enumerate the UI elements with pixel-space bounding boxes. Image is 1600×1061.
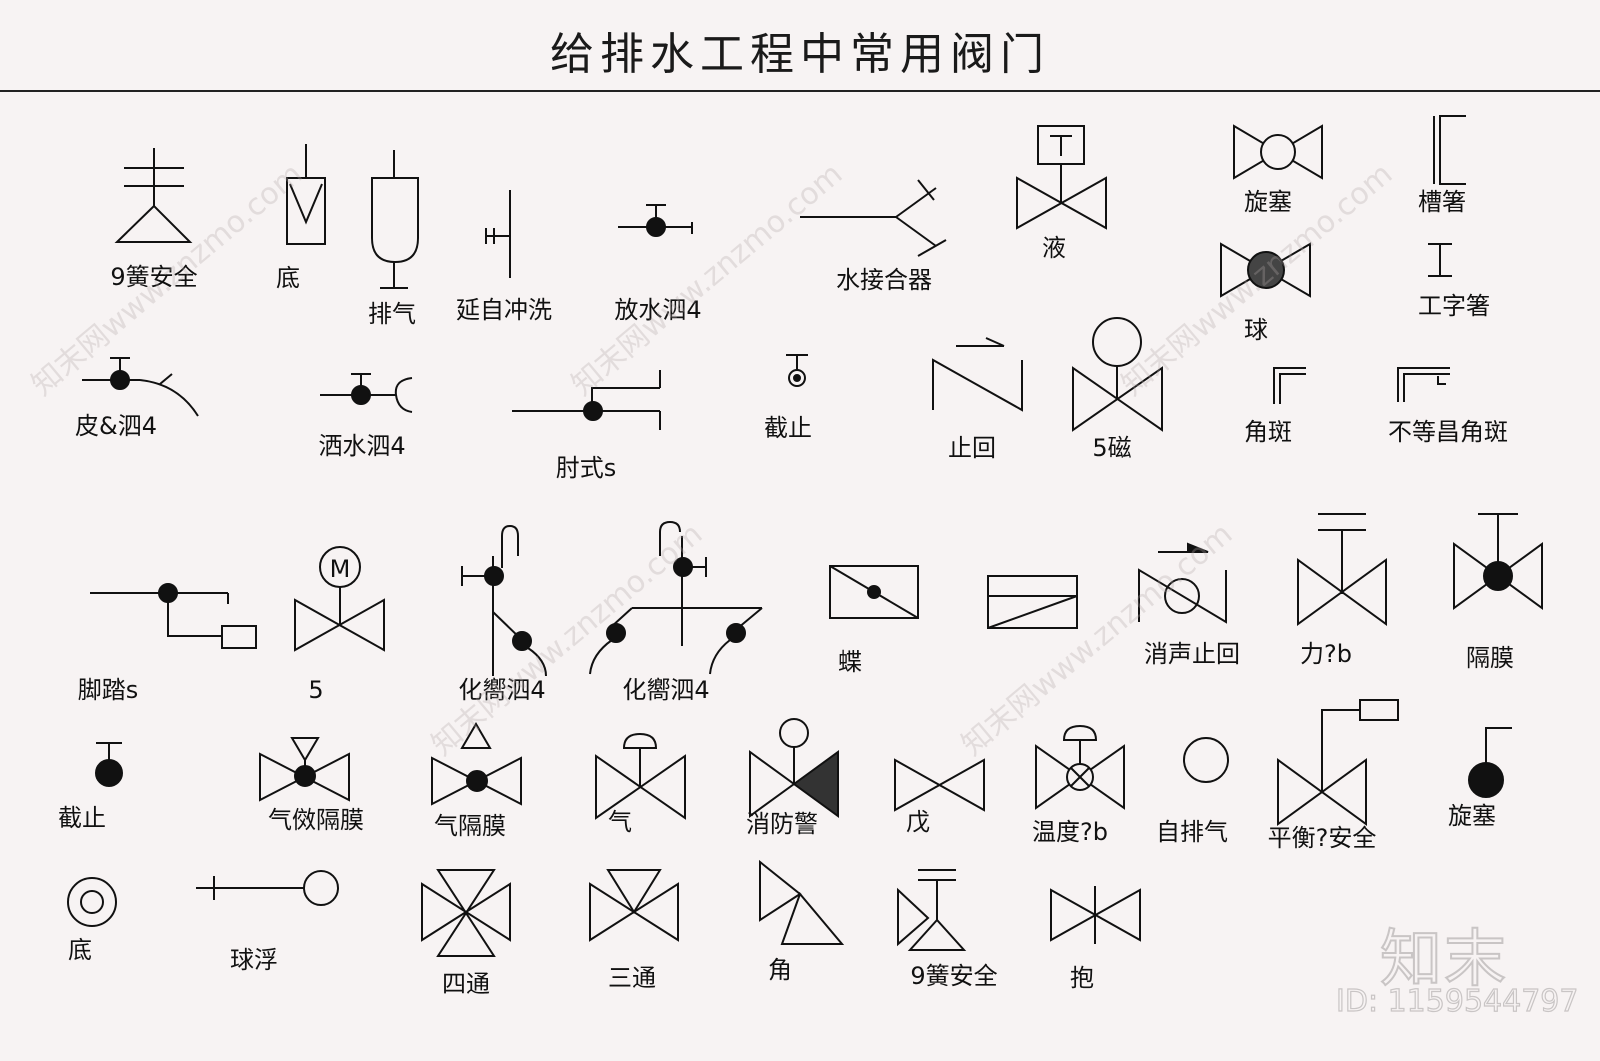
delay-self-flush-valve-symbol (485, 190, 511, 278)
label-spring-safety-valve: 9簧安全 (110, 263, 198, 291)
label-channel-steel: 槽箸 (1418, 188, 1466, 216)
stop-valve-ball-symbol (95, 742, 123, 787)
channel-steel-symbol (1433, 115, 1466, 185)
label-pneumatic-diaphragm-valve: 气傚隔膜 (268, 806, 364, 834)
fire-alarm-valve-symbol (749, 718, 839, 818)
label-silent-check-valve: 消声止回 (1144, 640, 1240, 668)
automatic-exhaust-valve-symbol (1183, 737, 1229, 783)
angle-valve-symbol (759, 859, 845, 945)
pneumatic-diaphragm-valve-symbol (259, 737, 350, 802)
gas-diaphragm-valve-symbol (431, 722, 522, 806)
label-plug-valve-ball: 旋塞 (1448, 802, 1496, 830)
label-i-beam: 工字箸 (1418, 292, 1490, 320)
label-delay-flush-valve: 延自冲洗 (456, 296, 552, 324)
temperature-regulating-valve-symbol (1035, 724, 1125, 810)
spring-safety-valve-angle-symbol (897, 869, 967, 951)
stop-valve-small-symbol (786, 354, 808, 387)
label-fire-alarm-valve: 消防警 (746, 810, 818, 838)
label-unequal-angle-steel: 不等昌角斑 (1388, 418, 1508, 446)
elbow-tap-symbol (512, 370, 661, 430)
label-balance-safety-valve: 平衡?安全 (1267, 824, 1377, 852)
sprinkler-tap-symbol (320, 373, 413, 413)
watermark-logo: 知末 (1379, 921, 1509, 996)
page-title: 给排水工程中常用阀门 (550, 29, 1050, 80)
label-temperature-regulating-valve: 温度?b (1032, 818, 1108, 846)
label-check-valve: 止回 (948, 434, 996, 462)
label-hydraulic-valve: 液 (1042, 234, 1066, 262)
butterfly-valve-symbol (829, 565, 919, 619)
four-way-valve-symbol (421, 869, 511, 957)
label-lab-tap-double: 化嚮泗4 (622, 676, 710, 704)
plug-valve-ball-symbol (1468, 727, 1512, 798)
label-auto-exhaust-valve: 自排气 (1156, 818, 1228, 846)
label-foot-valve: 底 (276, 264, 300, 292)
lab-tap-single-symbol (461, 524, 547, 677)
silent-check-valve-symbol (1138, 542, 1227, 624)
foot-valve-symbol (286, 144, 326, 245)
label-spring-safety-valve-angle: 9簧安全 (910, 962, 998, 990)
label-lab-tap-single: 化嚮泗4 (458, 676, 546, 704)
label-ball-valve: 球 (1244, 316, 1268, 344)
label-hose-tap: 皮&泗4 (75, 412, 157, 440)
unequal-angle-steel-symbol (1397, 367, 1450, 402)
hose-tap-symbol (82, 357, 199, 417)
label-pressure-reducing-valve: 力?b (1300, 640, 1352, 668)
i-beam-symbol (1428, 243, 1452, 277)
lab-tap-double-symbol (589, 520, 763, 675)
title-divider (0, 90, 1600, 92)
hydraulic-valve-symbol (1016, 125, 1107, 230)
label-motor-valve: 5 (308, 676, 324, 704)
ball-valve-symbol (1220, 242, 1311, 298)
label-foot-pedal: 脚踏s (77, 676, 139, 704)
gate-valve-symbol (894, 758, 985, 812)
exhaust-valve-symbol (371, 150, 419, 289)
three-way-valve-symbol (589, 869, 679, 942)
pressure-reducing-valve-symbol (1297, 513, 1387, 626)
water-pump-adapter-symbol (800, 179, 947, 257)
label-angle-steel: 角斑 (1244, 418, 1292, 446)
spring-safety-valve-symbol (114, 148, 193, 243)
label-plug-valve: 旋塞 (1244, 188, 1292, 216)
label-elbow-tap: 肘式s (555, 454, 617, 482)
label-exhaust-valve: 排气 (368, 300, 416, 328)
plug-valve-symbol (1233, 124, 1323, 180)
label-three-way-valve: 三通 (608, 964, 656, 992)
label-butterfly-valve: 蝶 (838, 648, 862, 676)
balance-safety-valve-symbol (1277, 699, 1399, 826)
gate-box-symbol (987, 575, 1078, 629)
check-valve-symbol (932, 337, 1023, 412)
label-gas-diaphragm-valve: 气隔膜 (434, 812, 506, 840)
motor-valve-symbol: M (294, 546, 385, 652)
solenoid-valve-symbol (1072, 317, 1163, 432)
label-solenoid-valve: 5磁 (1092, 434, 1132, 462)
label-four-way-valve: 四通 (442, 970, 490, 998)
label-clamp-valve: 抱 (1070, 964, 1094, 992)
diaphragm-valve-symbol (1453, 513, 1543, 610)
motor-letter: M (330, 555, 351, 583)
label-stop-valve-ball: 截止 (58, 804, 106, 832)
label-foot-valve-ring: 底 (68, 936, 92, 964)
angle-steel-symbol (1273, 367, 1306, 404)
label-diaphragm-valve: 隔膜 (1466, 644, 1514, 672)
label-angle-valve: 角 (768, 956, 792, 984)
foot-pedal-symbol (90, 583, 257, 649)
foot-valve-ring-symbol (67, 877, 117, 927)
label-stop-valve: 截止 (764, 414, 812, 442)
pneumatic-valve-symbol (595, 732, 686, 820)
float-valve-symbol (196, 870, 339, 906)
label-sprinkler-tap: 洒水泗4 (318, 432, 406, 460)
label-pump-adapter: 水接合器 (836, 266, 932, 294)
label-float-valve: 球浮 (230, 946, 278, 974)
label-drain-tap: 放水泗4 (614, 296, 702, 324)
watermark-id: ID: 1159544797 (1335, 983, 1579, 1019)
drain-tap-symbol (618, 204, 693, 237)
label-pneumatic-valve: 气 (608, 808, 632, 836)
clamp-valve-symbol (1050, 886, 1141, 944)
label-gate-valve: 戊 (906, 808, 930, 836)
